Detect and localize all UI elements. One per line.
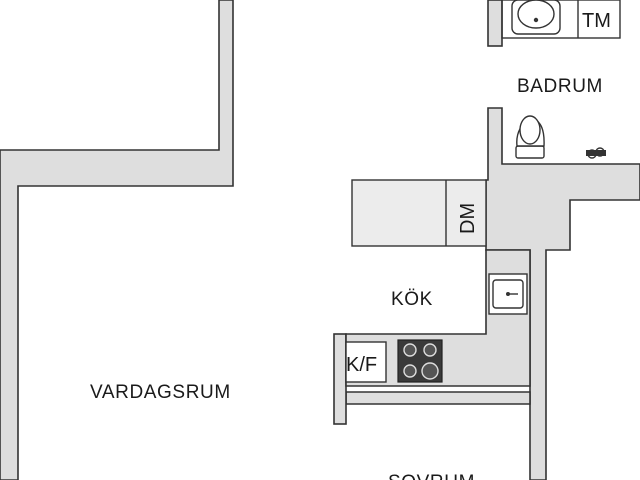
bathroom-fixtures: TM xyxy=(501,0,621,159)
stove xyxy=(397,339,443,383)
room-label-bedroom: SOVRUM xyxy=(388,472,475,480)
bedroom-north-wall xyxy=(345,391,531,405)
wash-basin xyxy=(511,0,561,35)
kitchen-fixtures: DM K/F xyxy=(345,179,528,383)
kitchen-upper-counter xyxy=(351,179,487,247)
shower-mixer xyxy=(586,147,606,159)
washing-machine-label: TM xyxy=(582,10,611,32)
kitchen-end-wall xyxy=(333,333,347,425)
toilet xyxy=(515,115,545,159)
kitchen-counter xyxy=(345,249,531,387)
fridge-freezer xyxy=(345,341,387,383)
living-room-west-wall xyxy=(0,0,234,480)
fridge-freezer-label: K/F xyxy=(346,354,377,376)
room-label-bathroom: BADRUM xyxy=(517,76,603,97)
room-label-kitchen: KÖK xyxy=(391,289,433,310)
bathroom-door-jamb xyxy=(487,0,503,47)
dishwasher-label: DM xyxy=(457,203,479,234)
room-label-living-room: VARDAGSRUM xyxy=(90,382,231,403)
bathroom-counter xyxy=(501,0,621,39)
kitchen-sink xyxy=(488,273,528,315)
